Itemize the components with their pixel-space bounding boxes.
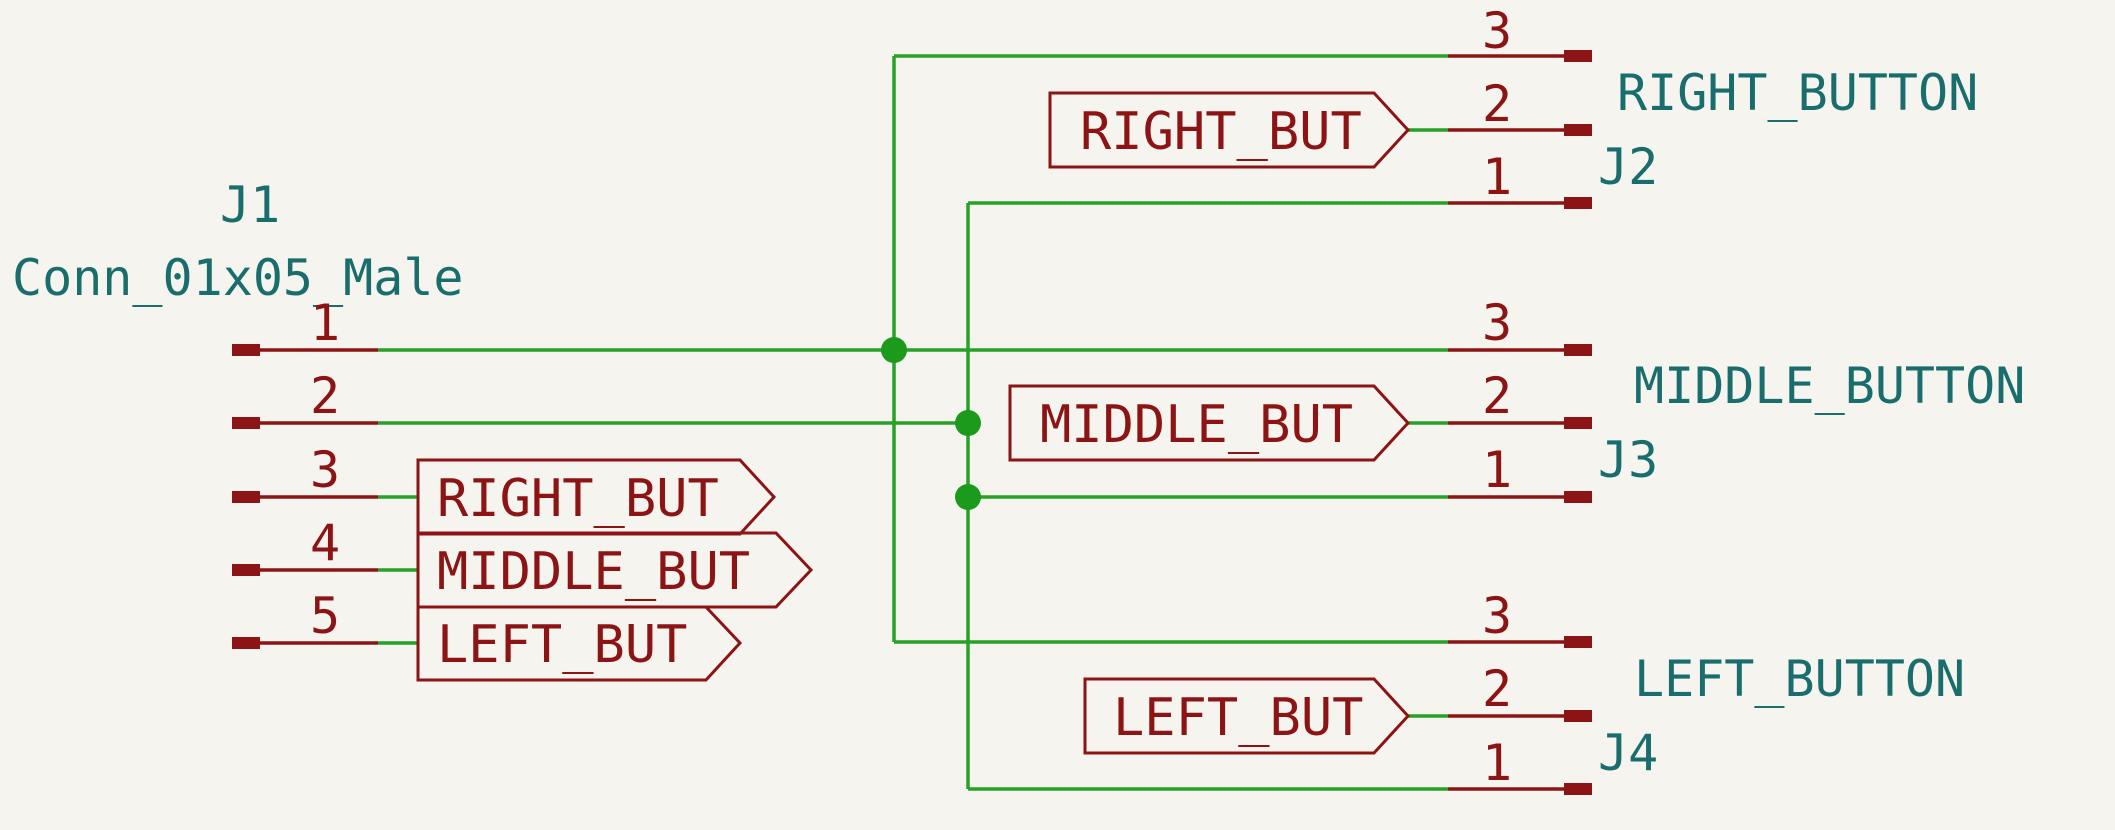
j1-reference: J1 — [220, 176, 280, 234]
junction-dot — [955, 484, 981, 510]
j3-reference: J3 — [1598, 431, 1658, 489]
j2-pin-body — [1564, 124, 1592, 136]
j4-label-shape — [1083, 677, 1411, 755]
j1-pin-body — [232, 344, 260, 356]
j1-pin-body — [232, 417, 260, 429]
connector-j4[interactable]: 3 2 1 LEFT_BUTTON J4 LEFT_BUT — [1083, 587, 1965, 795]
label-middle-but-shape — [416, 531, 814, 609]
j4-reference: J4 — [1598, 724, 1658, 782]
j4-pin-body — [1564, 710, 1592, 722]
j2-pin-body — [1564, 50, 1592, 62]
j1-value: Conn_01x05_Male — [12, 249, 464, 307]
j4-value: LEFT_BUTTON — [1634, 650, 1965, 708]
j2-pin-number: 1 — [1482, 148, 1512, 206]
j2-pin-number: 3 — [1482, 2, 1512, 60]
j4-net-label[interactable]: LEFT_BUT — [1113, 688, 1363, 748]
j1-pin-number: 4 — [310, 514, 340, 572]
label-left-but-shape — [416, 605, 743, 682]
label-right-but[interactable]: RIGHT_BUT — [437, 469, 719, 529]
junctions — [881, 337, 981, 510]
connector-j1[interactable]: J1 Conn_01x05_Male 1 2 3 4 5 — [12, 176, 814, 682]
j4-pin-number: 1 — [1482, 734, 1512, 792]
j3-label-shape — [1008, 384, 1411, 462]
j3-pin-number: 2 — [1482, 367, 1512, 425]
j4-pin-body — [1564, 636, 1592, 648]
junction-dot — [881, 337, 907, 363]
j1-pin-number: 1 — [310, 294, 340, 352]
j2-label-shape — [1048, 91, 1411, 169]
junction-dot — [955, 410, 981, 436]
label-right-but-shape — [416, 458, 777, 536]
connector-j3[interactable]: 3 2 1 MIDDLE_BUTTON J3 MIDDLE_BUT — [1008, 294, 2025, 503]
j3-pin-body — [1564, 491, 1592, 503]
j4-pin-number: 3 — [1482, 587, 1512, 645]
j3-value: MIDDLE_BUTTON — [1634, 357, 2025, 415]
j1-pin-body — [232, 637, 260, 649]
j3-pin-body — [1564, 344, 1592, 356]
j1-pin-number: 2 — [310, 367, 340, 425]
j2-net-label[interactable]: RIGHT_BUT — [1080, 102, 1362, 162]
j1-pin-body — [232, 491, 260, 503]
j3-pin-number: 3 — [1482, 294, 1512, 352]
j3-pin-body — [1564, 417, 1592, 429]
connector-j2[interactable]: 3 2 1 RIGHT_BUTTON J2 RIGHT_BUT — [1048, 2, 1978, 209]
j2-pin-number: 2 — [1482, 75, 1512, 133]
j2-value: RIGHT_BUTTON — [1617, 64, 1978, 122]
j1-pin-number: 3 — [310, 441, 340, 499]
label-middle-but[interactable]: MIDDLE_BUT — [437, 542, 750, 602]
j4-pin-body — [1564, 783, 1592, 795]
j4-pin-number: 2 — [1482, 660, 1512, 718]
j3-net-label[interactable]: MIDDLE_BUT — [1040, 395, 1353, 455]
j1-pin-number: 5 — [310, 587, 340, 645]
label-left-but[interactable]: LEFT_BUT — [437, 615, 687, 675]
j3-pin-number: 1 — [1482, 441, 1512, 499]
j2-pin-body — [1564, 197, 1592, 209]
j2-reference: J2 — [1598, 138, 1658, 196]
j1-pin-body — [232, 564, 260, 576]
